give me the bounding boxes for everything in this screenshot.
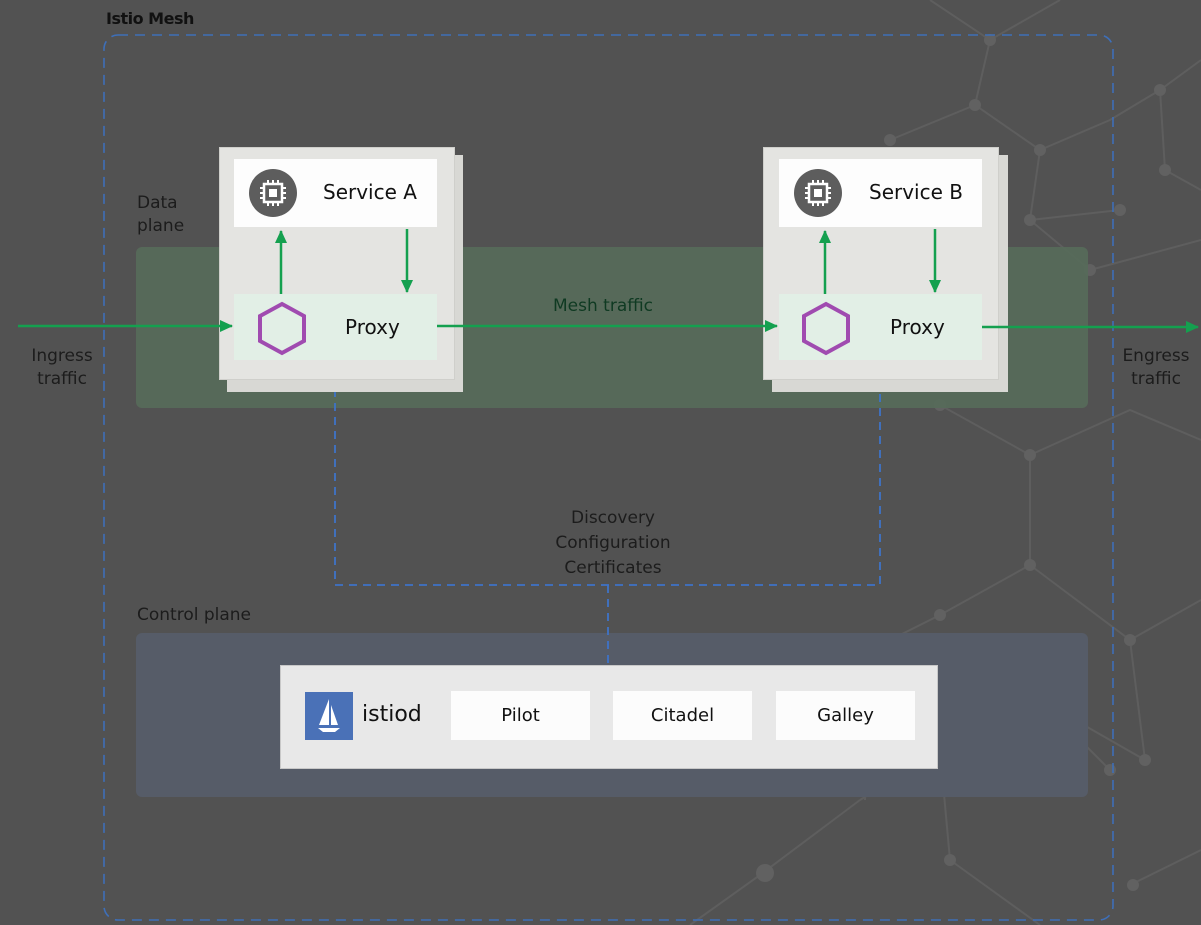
service-a-proxy-label: Proxy	[345, 315, 400, 339]
mesh-boundary	[103, 34, 1114, 921]
discovery-label: Discovery	[571, 508, 655, 528]
chip-icon	[794, 169, 842, 217]
service-b-name: Service B	[869, 180, 963, 204]
hexagon-icon	[802, 301, 850, 356]
egress-label-line2: traffic	[1131, 369, 1181, 389]
citadel-component: Citadel	[613, 691, 752, 740]
service-a-name: Service A	[323, 180, 417, 204]
service-a-proxy	[234, 294, 437, 360]
data-plane-label-line1: Data	[137, 193, 178, 213]
chip-icon	[249, 169, 297, 217]
mesh-title: Istio Mesh	[106, 9, 194, 28]
service-b-proxy	[779, 294, 982, 360]
egress-label-line1: Engress	[1122, 346, 1190, 366]
control-plane-label: Control plane	[137, 605, 252, 625]
ingress-label-line2: traffic	[37, 369, 87, 389]
galley-component: Galley	[776, 691, 915, 740]
egress-label: Engress traffic	[1114, 345, 1198, 391]
istiod-label: istiod	[362, 702, 422, 727]
service-b-proxy-label: Proxy	[890, 315, 945, 339]
configuration-label: Configuration	[555, 533, 671, 553]
istio-sail-icon	[305, 692, 353, 740]
ingress-label: Ingress traffic	[24, 345, 100, 391]
data-plane-label: Data plane	[137, 192, 184, 238]
ingress-label-line1: Ingress	[31, 346, 93, 366]
certificates-label: Certificates	[564, 558, 662, 578]
mesh-traffic-label: Mesh traffic	[553, 296, 654, 316]
control-channel-label: Discovery Configuration Certificates	[525, 506, 701, 581]
control-channel-line	[334, 375, 881, 665]
data-plane-label-line2: plane	[137, 216, 185, 236]
hexagon-icon	[258, 301, 306, 356]
pilot-component: Pilot	[451, 691, 590, 740]
